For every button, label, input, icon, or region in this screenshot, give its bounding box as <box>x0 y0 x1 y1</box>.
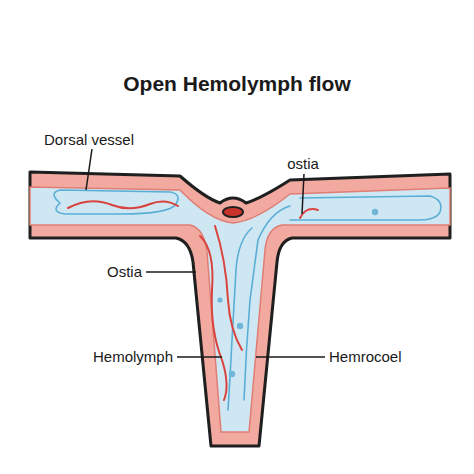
flow-lines-blue <box>54 190 441 410</box>
part-label: ostia <box>287 155 319 172</box>
part-label: Ostia <box>107 263 142 280</box>
part-label: Hemrocoel <box>329 348 402 365</box>
flow-lines-red <box>68 201 318 400</box>
body-wall <box>30 172 450 446</box>
diagram-title: Open Hemolymph flow <box>123 72 351 96</box>
hemocoel-space <box>30 187 450 432</box>
part-label: Hemolymph <box>93 348 173 365</box>
dorsal-vessel-section <box>223 207 243 217</box>
leader-lines <box>86 149 325 357</box>
part-label: Dorsal vessel <box>44 131 134 148</box>
